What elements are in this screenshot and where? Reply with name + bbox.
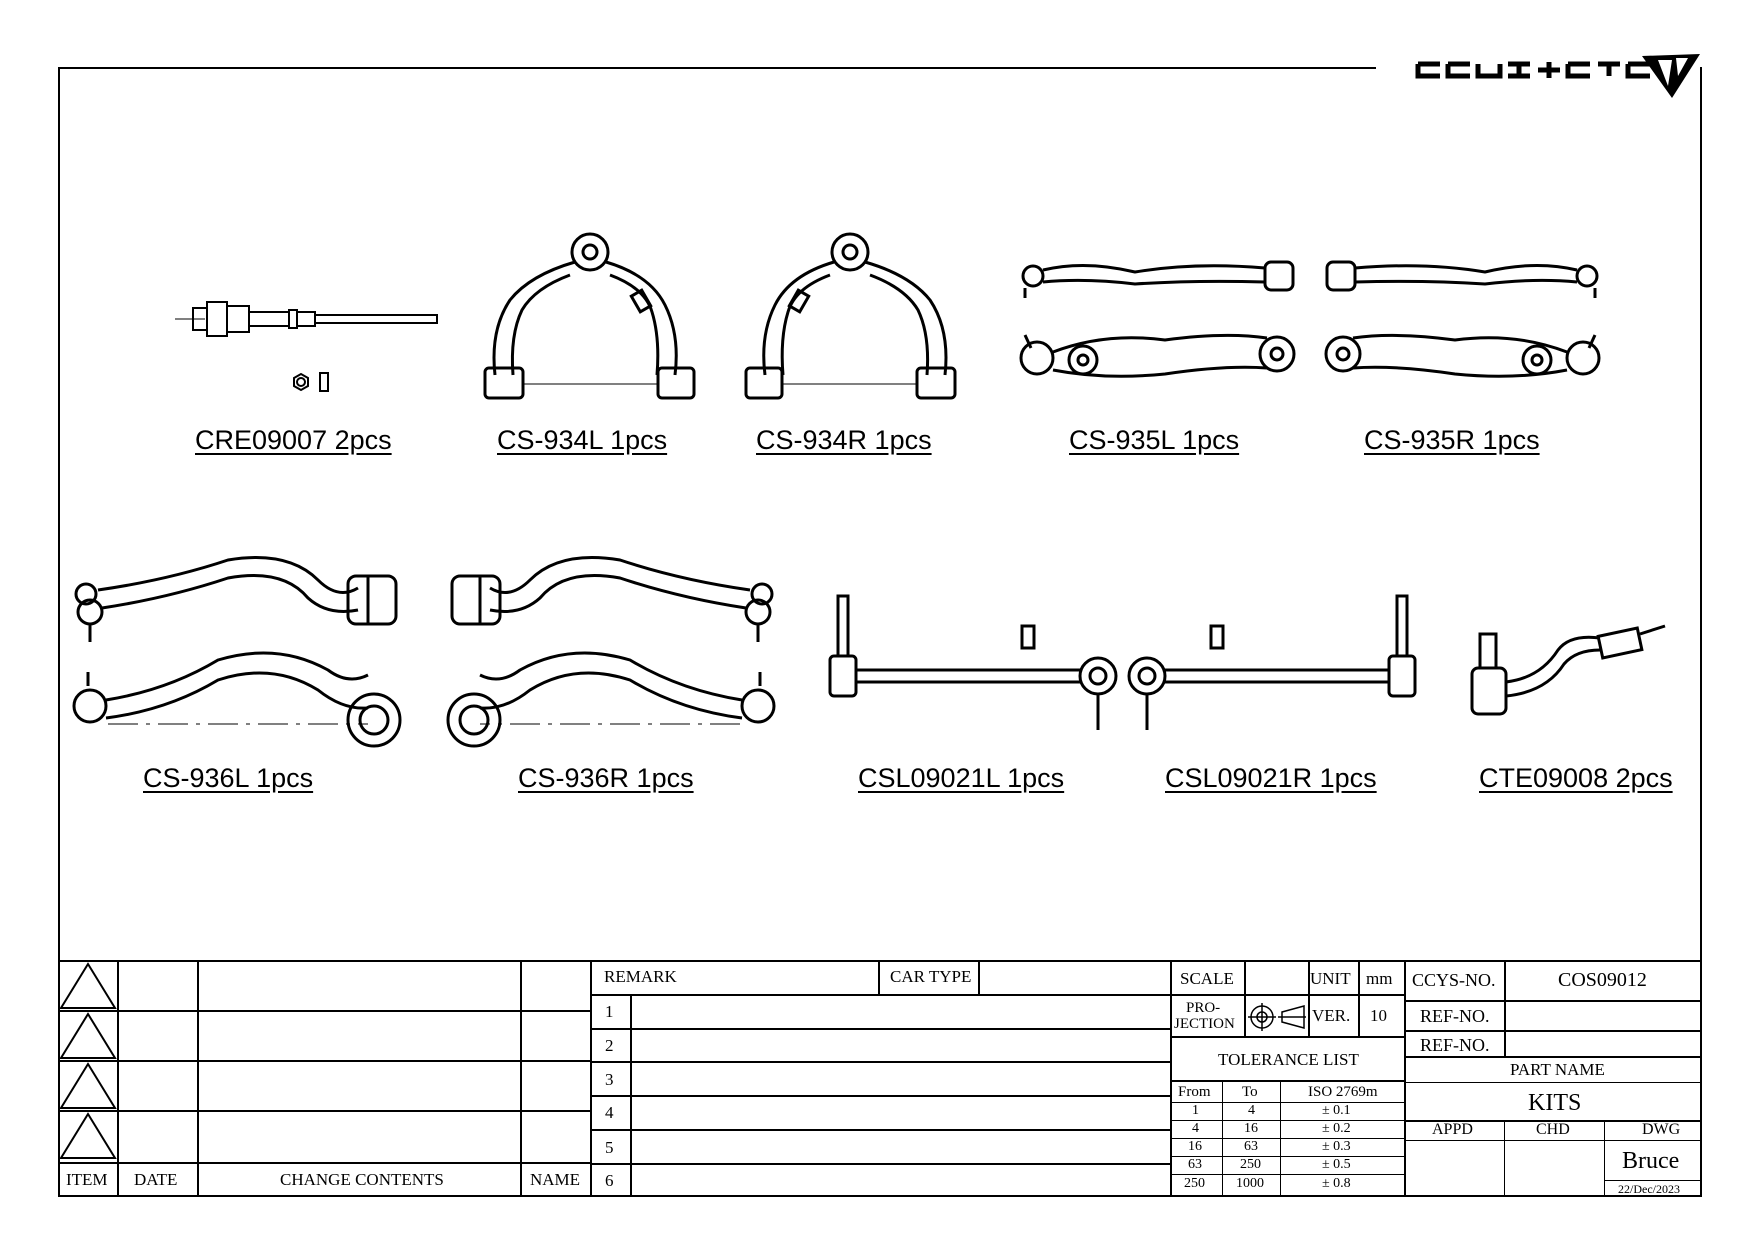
part-label-cs-935r: CS-935R 1pcs	[1364, 425, 1540, 455]
remark-row-6: 6	[605, 1171, 614, 1190]
unit-value: mm	[1366, 969, 1393, 988]
part-name-label: PART NAME	[1510, 1060, 1605, 1079]
part-label-cs-936r: CS-936R 1pcs	[518, 763, 694, 793]
tol-to-2: 16	[1244, 1121, 1258, 1136]
tie-rod-drawing	[175, 290, 440, 400]
part-label-cs-934l: CS-934L 1pcs	[497, 425, 668, 455]
remark-row-3: 3	[605, 1070, 614, 1089]
projection-label-2: JECTION	[1174, 1016, 1235, 1032]
remark-row-2: 2	[605, 1036, 614, 1055]
projection-label-1: PRO-	[1186, 1000, 1221, 1016]
control-arm-936r-drawing	[440, 550, 780, 750]
part-label-csl09021r: CSL09021R 1pcs	[1165, 763, 1377, 793]
tol-value-1: ± 0.1	[1322, 1103, 1351, 1118]
dwg-label: DWG	[1642, 1121, 1681, 1138]
part-label-cs-934r: CS-934R 1pcs	[756, 425, 932, 455]
part-label-cs-935l: CS-935L 1pcs	[1069, 425, 1240, 455]
ccys-no-value: COS09012	[1558, 969, 1647, 991]
part-label-cs-936l: CS-936L 1pcs	[143, 763, 314, 793]
part-name-value: KITS	[1528, 1090, 1582, 1116]
tolerance-header-from: From	[1178, 1084, 1211, 1100]
tol-to-1: 4	[1248, 1103, 1255, 1118]
ref-no-label-2: REF-NO.	[1420, 1035, 1490, 1055]
tol-from-2: 4	[1192, 1121, 1199, 1136]
scale-label: SCALE	[1180, 969, 1234, 988]
part-label-cre09007: CRE09007 2pcs	[195, 425, 392, 455]
header-item: ITEM	[66, 1170, 108, 1189]
tol-from-4: 63	[1188, 1157, 1202, 1172]
ccys-no-label: CCYS-NO.	[1412, 970, 1496, 990]
projection-symbol-icon	[1248, 1003, 1306, 1031]
ver-label: VER.	[1312, 1006, 1351, 1025]
ver-value: 10	[1370, 1006, 1387, 1025]
tolerance-header-std: ISO 2769m	[1308, 1084, 1378, 1100]
chd-label: CHD	[1536, 1121, 1570, 1138]
part-label-csl09021l: CSL09021L 1pcs	[858, 763, 1065, 793]
tol-to-4: 250	[1240, 1157, 1261, 1172]
tolerance-header-to: To	[1242, 1084, 1258, 1100]
upper-control-arm-right-drawing	[740, 230, 960, 415]
revision-triangles	[59, 962, 117, 1159]
tol-value-5: ± 0.8	[1322, 1176, 1351, 1191]
remark-row-4: 4	[605, 1103, 614, 1122]
unit-label: UNIT	[1310, 969, 1351, 988]
tol-from-5: 250	[1184, 1176, 1205, 1191]
ref-no-label-1: REF-NO.	[1420, 1006, 1490, 1026]
header-change-contents: CHANGE CONTENTS	[280, 1170, 444, 1189]
appd-label: APPD	[1432, 1121, 1473, 1138]
tol-value-3: ± 0.3	[1322, 1139, 1351, 1154]
tol-from-1: 1	[1192, 1103, 1199, 1118]
remark-row-5: 5	[605, 1138, 614, 1157]
car-type-label: CAR TYPE	[890, 967, 972, 986]
control-arm-935l-drawing	[1015, 240, 1300, 410]
tol-value-4: ± 0.5	[1322, 1157, 1351, 1172]
dwg-date: 22/Dec/2023	[1618, 1182, 1680, 1196]
tol-value-2: ± 0.2	[1322, 1121, 1351, 1136]
header-name: NAME	[530, 1170, 581, 1189]
header-date: DATE	[134, 1170, 178, 1189]
tol-to-3: 63	[1244, 1139, 1258, 1154]
drawing-frame	[58, 67, 1702, 1197]
title-block: ITEM DATE CHANGE CONTENTS NAME REMARK CA…	[58, 960, 1702, 1197]
ccys-ctc-logo-icon	[1415, 54, 1700, 98]
tol-to-5: 1000	[1236, 1176, 1264, 1191]
control-arm-936l-drawing	[68, 550, 408, 750]
tolerance-title: TOLERANCE LIST	[1218, 1050, 1359, 1069]
tol-from-3: 16	[1188, 1139, 1202, 1154]
dwg-name: Bruce	[1622, 1148, 1680, 1174]
remark-label: REMARK	[604, 967, 677, 986]
control-arm-935r-drawing	[1320, 240, 1605, 410]
stabilizer-link-right-drawing	[1125, 590, 1425, 740]
stabilizer-link-left-drawing	[820, 590, 1120, 740]
frame-top-line	[58, 67, 1376, 69]
remark-row-1: 1	[605, 1002, 614, 1021]
upper-control-arm-left-drawing	[480, 230, 700, 415]
tie-rod-end-drawing	[1460, 620, 1680, 730]
part-label-cte09008: CTE09008 2pcs	[1479, 763, 1673, 793]
